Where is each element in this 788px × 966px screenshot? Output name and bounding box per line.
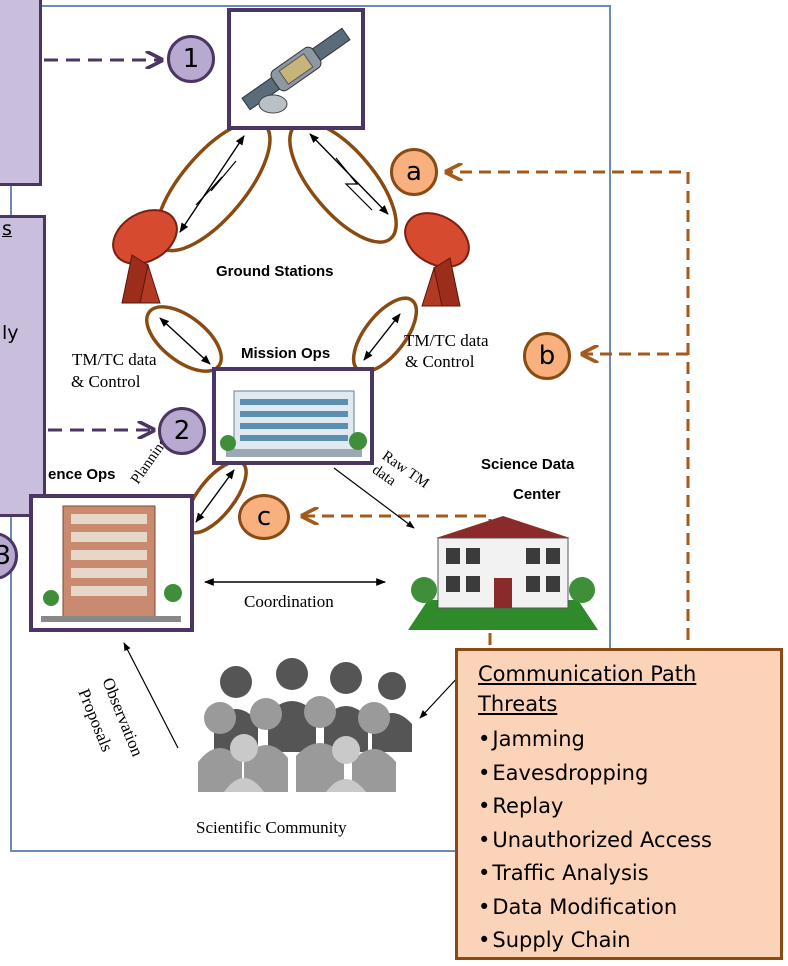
threat-item: Unauthorized Access <box>478 824 760 858</box>
tm-tc-left-label-2: & Control <box>71 372 141 391</box>
left-box2-text-s: s <box>2 218 12 240</box>
mission-ops-box <box>212 367 374 465</box>
satellite-icon <box>241 27 351 114</box>
threats-title-line1: Communication Path <box>478 662 697 686</box>
marker-b: b <box>523 332 571 380</box>
marker-c: c <box>238 494 290 540</box>
tm-tc-right-label-2: & Control <box>405 352 475 371</box>
left-threat-box-1 <box>0 0 42 186</box>
science-ops-box <box>29 494 194 632</box>
left-threat-box-2 <box>0 215 46 517</box>
ground-stations-label: Ground Stations <box>216 263 334 280</box>
science-ops-label: ence Ops <box>48 466 116 483</box>
science-data-center-icon <box>408 516 598 630</box>
science-ops-building-icon <box>41 505 182 622</box>
ground-station-right-icon <box>404 212 470 307</box>
science-data-center-label-1: Science Data <box>481 456 575 473</box>
threat-item: Replay <box>478 790 760 824</box>
satellite-box <box>227 8 365 130</box>
threat-item: Eavesdropping <box>478 757 760 791</box>
marker-2: 2 <box>158 407 206 455</box>
threats-list: Jamming Eavesdropping Replay Unauthorize… <box>478 723 760 958</box>
communication-path-threats-box: Communication Path Threats Jamming Eaves… <box>455 648 783 960</box>
marker-a: a <box>390 148 438 196</box>
left-box2-text-ly: ly <box>2 322 19 344</box>
scientific-community-icon <box>198 658 412 792</box>
threat-item: Jamming <box>478 723 760 757</box>
mission-ops-label: Mission Ops <box>241 345 331 362</box>
science-data-center-label-2: Center <box>513 486 561 503</box>
threat-item: Data Modification <box>478 891 760 925</box>
dash-to-a <box>448 172 690 640</box>
mission-ops-building-icon <box>220 390 367 457</box>
marker-1: 1 <box>167 35 215 83</box>
threat-item: Traffic Analysis <box>478 857 760 891</box>
threats-title-line2: Threats <box>478 692 558 716</box>
tm-tc-left-label-1: TM/TC data <box>72 350 157 369</box>
coordination-label: Coordination <box>244 592 334 611</box>
scientific-community-label: Scientific Community <box>196 818 347 837</box>
tm-tc-right-label-1: TM/TC data <box>404 331 489 350</box>
ground-station-left-icon <box>112 209 178 304</box>
threat-item: Supply Chain <box>478 924 760 958</box>
